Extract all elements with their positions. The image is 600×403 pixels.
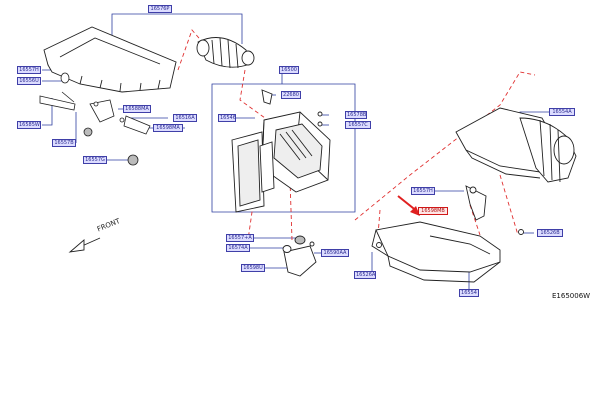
callout-label: 16526B [537,229,563,237]
callout-label: 16500 [279,66,299,74]
small-parts-left [39,72,151,166]
callout-label: 16588MA [123,105,151,113]
air-cleaner-box [231,89,331,213]
callout-label: 16598MA [153,124,183,132]
callout-label: 16598U [241,264,265,272]
highlight-arrow [397,195,420,216]
callout-label: 16554 [459,289,479,297]
resonator-right [455,107,577,183]
callout-label: 16590AA [321,249,349,257]
callout-label: 16557H [411,187,435,195]
air-duct-top [43,26,177,93]
callout-label: 16557G [83,156,107,164]
callout-label: 22680 [281,91,301,99]
callout-label: 16576P [148,5,172,13]
callout-label-highlighted: 16598MB [418,207,448,215]
drawing-id: E165006W [552,292,591,300]
front-arrow [68,237,101,253]
callout-label: 16546 [218,114,236,122]
corrugated-hose [196,37,255,69]
callout-label: 16557C [345,121,371,129]
bracket-bottom [282,235,317,277]
callout-label: 16585W [17,121,41,129]
callout-label: 16526A [354,271,376,279]
callout-label: 16557B [52,139,76,147]
callout-label: 16557+A [226,234,254,242]
callout-label: 16554A [549,108,575,116]
callout-label: 16578B [345,111,367,119]
callout-label: 16557H [17,66,41,74]
callout-label: 16556U [17,77,41,85]
callout-label: 16574A [226,244,250,252]
lower-duct [371,185,524,283]
callout-label: 16516A [173,114,197,122]
